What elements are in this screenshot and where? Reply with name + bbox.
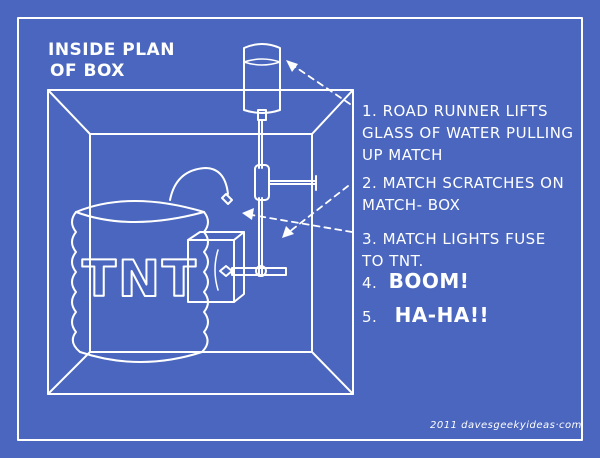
step-text: ROAD RUNNER LIFTS xyxy=(382,102,548,120)
step-text: HA-HA!! xyxy=(394,303,490,327)
step-text: GLASS OF WATER PULLING xyxy=(362,124,574,142)
step-5: 5. HA-HA!! xyxy=(362,304,489,328)
arrows xyxy=(245,61,353,237)
step-number: 5. xyxy=(362,308,378,326)
step-number: 2. xyxy=(362,174,378,192)
credit-text: 2011 davesgeekyideas·com xyxy=(430,420,582,431)
diagram-title: INSIDE PLAN OF BOX xyxy=(48,40,175,82)
tnt-label: TNT xyxy=(82,250,198,308)
match-box xyxy=(187,231,245,303)
step-4: 4. BOOM! xyxy=(362,270,469,294)
arrowheads xyxy=(242,60,298,238)
step-text: BOOM! xyxy=(388,269,470,293)
fuse-end xyxy=(221,193,233,205)
title-line-1: INSIDE PLAN xyxy=(48,40,175,60)
match-stick xyxy=(219,265,287,277)
fuse xyxy=(169,167,229,201)
match-rod xyxy=(258,119,263,277)
rod-guide xyxy=(254,164,317,201)
tnt-barrel xyxy=(71,200,209,363)
step-text: MATCH LIGHTS FUSE xyxy=(382,230,546,248)
step-3: 3. MATCH LIGHTS FUSE TO TNT. xyxy=(362,228,546,272)
step-1: 1. ROAD RUNNER LIFTS GLASS OF WATER PULL… xyxy=(362,100,574,166)
title-line-2: OF BOX xyxy=(50,61,125,81)
step-text: TO TNT. xyxy=(362,252,424,270)
outer-border xyxy=(17,17,583,441)
step-number: 1. xyxy=(362,102,378,120)
step-number: 4. xyxy=(362,274,378,292)
glass-of-water xyxy=(243,43,281,121)
step-2: 2. MATCH SCRATCHES ON MATCH- BOX xyxy=(362,172,564,216)
step-number: 3. xyxy=(362,230,378,248)
step-text: UP MATCH xyxy=(362,146,443,164)
box-outline xyxy=(47,89,354,395)
step-text: MATCH SCRATCHES ON xyxy=(382,174,565,192)
step-text: MATCH- BOX xyxy=(362,196,461,214)
